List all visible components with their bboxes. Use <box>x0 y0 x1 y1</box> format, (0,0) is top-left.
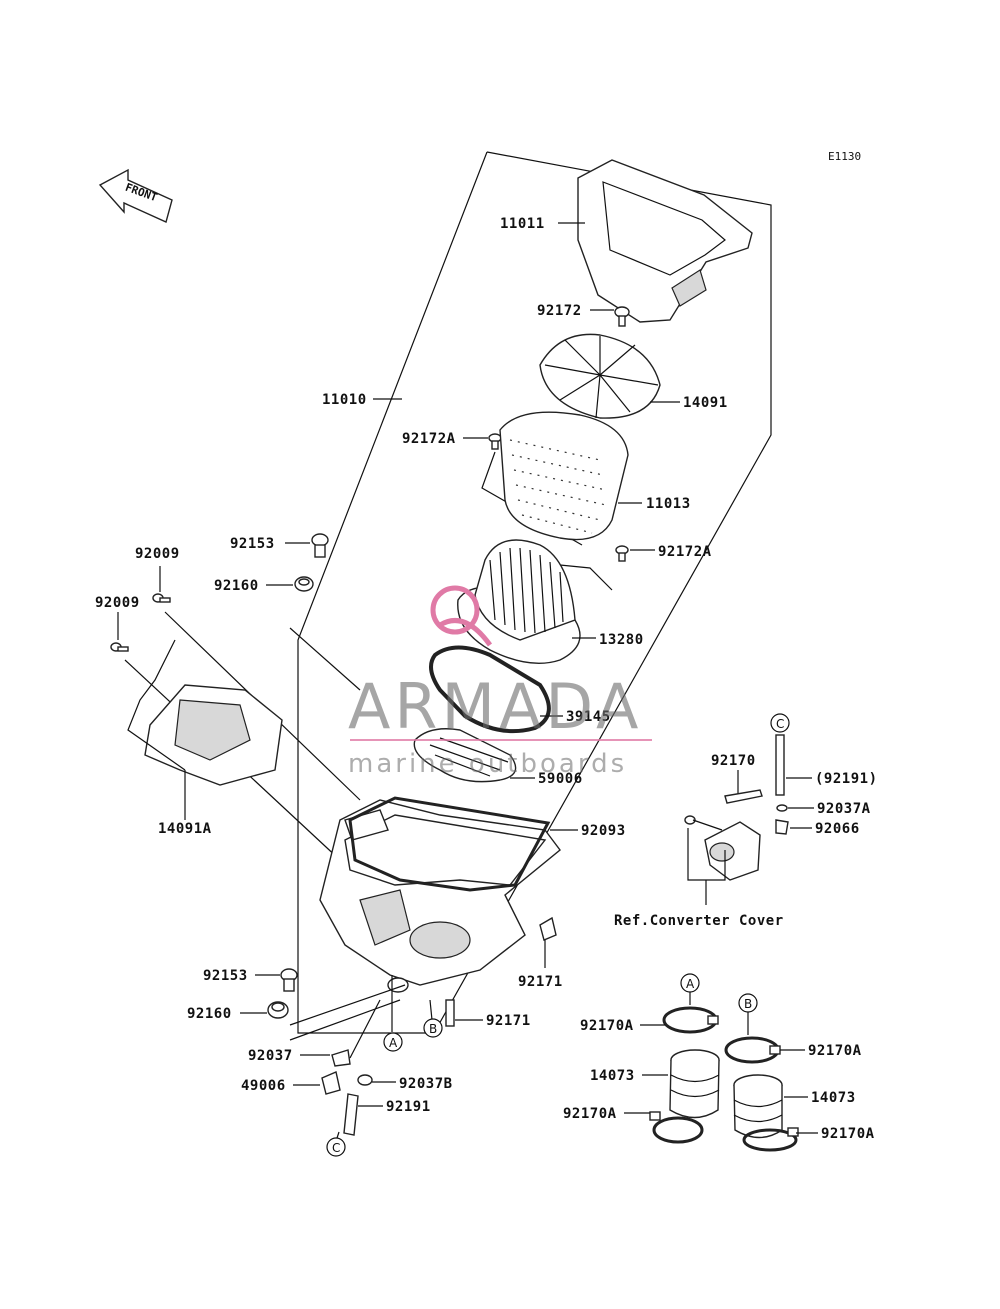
callout-A-right: A <box>686 977 695 991</box>
part-label-92172: 92172 <box>537 303 582 319</box>
part-label-92009-lower: 92009 <box>95 595 140 611</box>
intake-duct <box>144 684 283 786</box>
part-label-92009-upper: 92009 <box>135 546 180 562</box>
part-label-92037A: 92037A <box>817 801 871 817</box>
callout-A-housing: A <box>389 1036 398 1050</box>
front-arrow-icon: FRONT <box>98 168 173 223</box>
part-label-11011: 11011 <box>500 216 545 232</box>
drain-cap-icon <box>321 1071 341 1095</box>
part-label-92037B: 92037B <box>399 1076 453 1092</box>
part-label-11013: 11013 <box>646 496 691 512</box>
part-label-92153-upper: 92153 <box>230 536 275 552</box>
collar-icon <box>267 1001 289 1019</box>
part-label-92170A-4: 92170A <box>821 1126 875 1142</box>
screw-icon <box>684 815 723 831</box>
part-label-14091A: 14091A <box>158 821 212 837</box>
hose-icon <box>775 734 785 796</box>
foam-filter <box>499 411 629 541</box>
callout-B-housing: B <box>429 1022 437 1036</box>
part-label-92170: 92170 <box>711 753 756 769</box>
callout-C-lower: C <box>332 1141 340 1155</box>
part-label-92160-upper: 92160 <box>214 578 259 594</box>
clip-icon <box>357 1074 373 1086</box>
rubber-hose <box>733 1074 783 1139</box>
hose-clamp-icon <box>662 1006 719 1034</box>
part-label-39145: 39145 <box>566 709 611 725</box>
grommet-icon <box>280 968 298 992</box>
watermark-logo-icon <box>430 585 493 647</box>
fitting-icon <box>775 819 789 835</box>
air-cleaner-cover <box>577 159 753 323</box>
ref-converter-cover-label: Ref.Converter Cover <box>614 913 784 929</box>
part-label-92170A-2: 92170A <box>808 1043 862 1059</box>
grommet-icon <box>311 533 329 558</box>
watermark-tagline: marine outboards <box>348 749 627 779</box>
hose-clamp-icon <box>649 1111 704 1144</box>
part-label-92172A-upper: 92172A <box>402 431 456 447</box>
part-label-92037: 92037 <box>248 1048 293 1064</box>
watermark: ARMADA marine outboards <box>348 585 652 779</box>
screw-icon <box>110 642 129 652</box>
diagram-code: E1130 <box>828 150 861 163</box>
hose-icon <box>343 1093 359 1136</box>
clamp-icon <box>331 1049 351 1067</box>
part-label-92093: 92093 <box>581 823 626 839</box>
rubber-hose <box>669 1049 720 1119</box>
filter-frame <box>539 333 661 419</box>
part-label-14073-right: 14073 <box>811 1090 856 1106</box>
screw-icon <box>152 593 171 603</box>
collar-icon <box>294 576 314 592</box>
bolt-icon <box>488 433 502 450</box>
part-label-92191-ref: (92191) <box>815 771 878 787</box>
rod-icon <box>724 789 763 804</box>
part-label-11010: 11010 <box>322 392 367 408</box>
bolt-icon <box>614 306 630 327</box>
part-label-49006: 49006 <box>241 1078 286 1094</box>
part-label-92191: 92191 <box>386 1099 431 1115</box>
part-label-92153-lower: 92153 <box>203 968 248 984</box>
part-label-14091: 14091 <box>683 395 728 411</box>
hose-clamp-icon <box>742 1127 799 1152</box>
clip-icon <box>776 804 788 812</box>
part-label-59006: 59006 <box>538 771 583 787</box>
part-label-92170A-1: 92170A <box>580 1018 634 1034</box>
part-label-92172A-lower: 92172A <box>658 544 712 560</box>
bolt-icon <box>615 545 629 562</box>
part-label-14073-left: 14073 <box>590 1068 635 1084</box>
converter-cover <box>704 821 761 881</box>
screen-mesh <box>413 728 517 783</box>
part-label-92171-lower: 92171 <box>486 1013 531 1029</box>
hose-clamp-icon <box>724 1036 781 1064</box>
part-label-92170A-3: 92170A <box>563 1106 617 1122</box>
watermark-brand: ARMADA <box>348 670 642 743</box>
part-label-92171-upper: 92171 <box>518 974 563 990</box>
callout-B-right: B <box>744 997 752 1011</box>
air-cleaner-housing <box>319 799 561 993</box>
part-label-92160-lower: 92160 <box>187 1006 232 1022</box>
part-label-13280: 13280 <box>599 632 644 648</box>
clip-icon <box>539 916 557 941</box>
part-label-92066: 92066 <box>815 821 860 837</box>
pin-icon <box>445 999 455 1027</box>
callout-C-upper: C <box>776 717 784 731</box>
seal-ring <box>429 645 551 734</box>
